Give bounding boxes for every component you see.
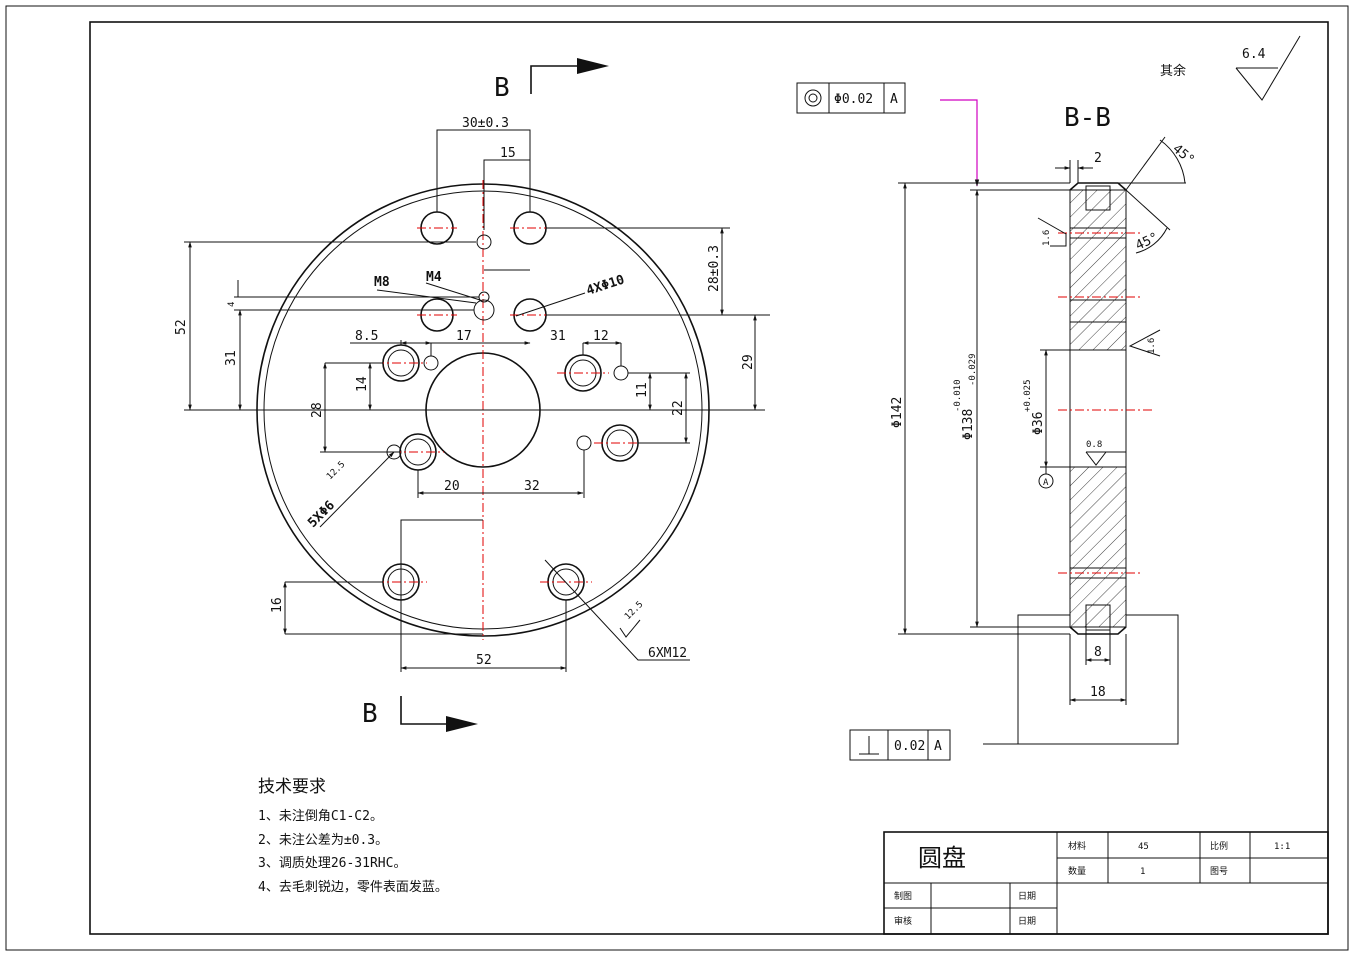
- title-block: 圆盘 材料 45 比例 1:1 数量 1 图号 制图 审核 日期 日期: [883, 831, 1329, 935]
- roughness-1-6-b: 1.6: [1147, 338, 1157, 354]
- outer-border: [5, 5, 1349, 951]
- roughness-12-5-b: 12.5: [623, 600, 645, 622]
- dim-dia-36-tol: +0.025: [1023, 379, 1033, 412]
- dim-dia-36: Φ36: [1031, 412, 1046, 435]
- scale-label: 比例: [1210, 840, 1228, 852]
- m8-hole: [473, 299, 495, 321]
- roughness-1-6-a: 1.6: [1042, 230, 1052, 246]
- perpendicular-datum: A: [934, 739, 942, 754]
- dim-4: 4: [227, 302, 237, 307]
- roughness-0-8: 0.8: [1086, 440, 1102, 450]
- date-label-2: 日期: [1018, 916, 1036, 927]
- dim-20: 20: [444, 479, 460, 494]
- part-name: 圆盘: [918, 844, 966, 872]
- section-label-bottom: B: [362, 699, 378, 729]
- label-4x10: 4XΦ10: [585, 272, 627, 298]
- section-label-top: B: [494, 73, 510, 103]
- tech-notes: 技术要求 1、未注倒角C1-C2。 2、未注公差为±0.3。 3、调质处理26-…: [258, 777, 448, 895]
- hole-low-right-small: [576, 435, 592, 451]
- tech-notes-title: 技术要求: [258, 777, 326, 797]
- concentricity-value: Φ0.02: [834, 92, 873, 107]
- dim-dia-142: Φ142: [890, 397, 905, 428]
- drawing-no-label: 图号: [1210, 866, 1228, 877]
- label-m4: M4: [426, 270, 442, 285]
- dim-17: 17: [456, 329, 472, 344]
- perpendicular-frame: 0.02 A: [849, 614, 1179, 761]
- dim-31-horizontal: 31: [550, 329, 566, 344]
- material-label: 材料: [1068, 840, 1086, 852]
- dim-8-5: 8.5: [355, 329, 378, 344]
- dim-16: 16: [270, 597, 285, 613]
- section-view: B-B: [796, 82, 1197, 761]
- dim-dia-138-tol-upper: -0.010: [953, 379, 963, 412]
- roughness-12-5-a: 12.5: [325, 460, 347, 482]
- tech-note-1: 1、未注倒角C1-C2。: [258, 809, 383, 824]
- qty-value: 1: [1140, 867, 1145, 877]
- dim-31-vertical: 31: [224, 350, 239, 366]
- dim-29: 29: [741, 354, 756, 370]
- angle-45-top: 45°: [1169, 142, 1197, 169]
- date-label-1: 日期: [1018, 891, 1036, 902]
- perpendicular-value: 0.02: [894, 739, 925, 754]
- hole-mid-right-small: [613, 365, 629, 381]
- angle-45-mid: 45°: [1133, 230, 1161, 254]
- roughness-other-label: 其余: [1160, 63, 1186, 79]
- dim-12: 12: [593, 329, 609, 344]
- dim-18: 18: [1090, 685, 1106, 700]
- tech-note-2: 2、未注公差为±0.3。: [258, 833, 388, 848]
- roughness-other-value: 6.4: [1242, 47, 1266, 62]
- section-lower-block: [1069, 466, 1127, 628]
- drawn-label: 制图: [894, 890, 912, 902]
- tech-note-3: 3、调质处理26-31RHC。: [258, 856, 406, 871]
- dim-8: 8: [1094, 645, 1102, 660]
- dim-14: 14: [355, 376, 370, 392]
- dim-dia-138: Φ138: [961, 409, 976, 440]
- dim-dia-138-tol-lower: -0.029: [968, 353, 978, 386]
- dim-30: 30±0.3: [462, 116, 509, 131]
- material-value: 45: [1138, 842, 1149, 852]
- pin-hole-top: [476, 234, 492, 250]
- label-m8: M8: [374, 275, 390, 290]
- datum-a: A: [1043, 478, 1049, 488]
- tech-note-4: 4、去毛刺锐边，零件表面发蓝。: [258, 879, 448, 895]
- dim-52-vertical: 52: [174, 319, 189, 335]
- dim-22: 22: [671, 400, 686, 416]
- label-6xm12: 6XM12: [648, 646, 687, 661]
- dim-2: 2: [1094, 151, 1102, 166]
- inner-border: [89, 21, 1329, 935]
- front-view: B B 30±0.3 15 28±0.3 52 31 4 M8 M4 4XΦ10…: [174, 58, 770, 732]
- section-title: B-B: [1064, 103, 1111, 133]
- dim-52-horizontal: 52: [476, 653, 492, 668]
- concentricity-datum: A: [890, 92, 898, 107]
- check-label: 审核: [894, 915, 912, 927]
- dim-15: 15: [500, 146, 516, 161]
- dim-32: 32: [524, 479, 540, 494]
- section-upper-block: [1069, 189, 1127, 351]
- concentricity-frame: Φ0.02 A: [796, 82, 980, 187]
- dim-28-tol: 28±0.3: [707, 245, 722, 292]
- dim-11: 11: [635, 382, 650, 398]
- qty-label: 数量: [1068, 865, 1086, 877]
- default-roughness: 其余 6.4: [1160, 35, 1301, 101]
- scale-value: 1:1: [1274, 842, 1290, 852]
- dim-28-vertical: 28: [310, 402, 325, 418]
